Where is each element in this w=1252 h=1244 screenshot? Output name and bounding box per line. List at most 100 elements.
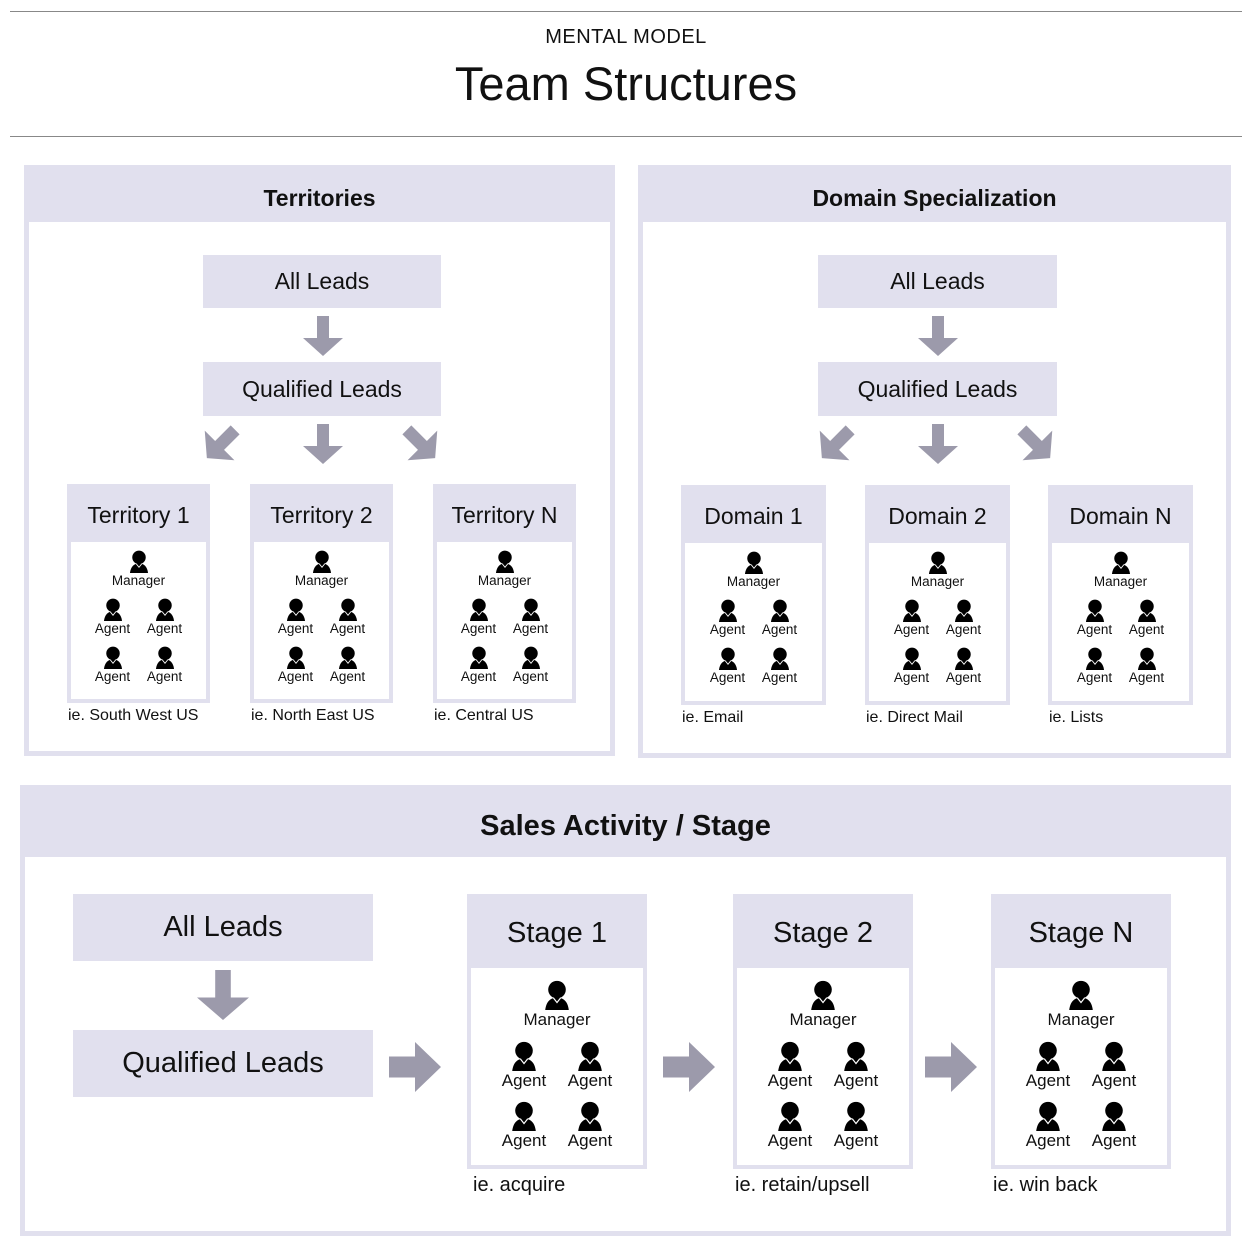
qualified-leads-label: Qualified Leads bbox=[242, 375, 402, 402]
person-icon bbox=[578, 1101, 602, 1131]
person-icon bbox=[469, 646, 488, 669]
agent-label: Agent bbox=[893, 622, 930, 637]
team-agent: Agent bbox=[494, 1041, 554, 1089]
agent-label: Agent bbox=[501, 1131, 547, 1150]
person-icon bbox=[844, 1041, 868, 1071]
person-icon bbox=[1036, 1041, 1060, 1071]
agent-label: Agent bbox=[94, 669, 131, 684]
group-example: ie. Lists bbox=[1049, 709, 1104, 726]
group-example: ie. South West US bbox=[68, 707, 199, 724]
person-icon bbox=[928, 551, 947, 574]
team-agent: Agent bbox=[1117, 647, 1177, 685]
down-arrow-icon bbox=[303, 316, 343, 356]
person-icon bbox=[778, 1041, 802, 1071]
agent-label: Agent bbox=[767, 1131, 813, 1150]
team-agent: Agent bbox=[266, 598, 326, 636]
manager-label: Manager bbox=[111, 573, 166, 588]
agent-label: Agent bbox=[893, 670, 930, 685]
group-card-header: Domain 2 bbox=[869, 489, 1006, 543]
agent-label: Agent bbox=[567, 1071, 613, 1090]
team-manager: Manager bbox=[475, 550, 535, 588]
group-example: ie. Email bbox=[682, 709, 744, 726]
person-icon bbox=[155, 598, 174, 621]
agent-label: Agent bbox=[329, 669, 366, 684]
team-agent: Agent bbox=[1117, 599, 1177, 637]
qualified-leads-label: Qualified Leads bbox=[857, 375, 1018, 402]
header-rule bbox=[10, 136, 1242, 137]
person-icon bbox=[512, 1101, 536, 1131]
agent-label: Agent bbox=[945, 670, 982, 685]
person-icon bbox=[954, 647, 973, 670]
agent-label: Agent bbox=[567, 1131, 613, 1150]
qualified-leads-label: Qualified Leads bbox=[122, 1047, 324, 1079]
person-icon bbox=[954, 599, 973, 622]
person-icon bbox=[338, 646, 357, 669]
agent-label: Agent bbox=[761, 670, 798, 685]
agent-label: Agent bbox=[512, 621, 549, 636]
person-icon bbox=[1137, 647, 1156, 670]
team-agent: Agent bbox=[1084, 1041, 1144, 1089]
person-icon bbox=[286, 646, 305, 669]
manager-label: Manager bbox=[294, 573, 349, 588]
agent-label: Agent bbox=[709, 670, 746, 685]
group-card-title: Territory 1 bbox=[87, 501, 190, 528]
group-card-title: Domain 1 bbox=[704, 502, 803, 529]
agent-label: Agent bbox=[146, 621, 183, 636]
team-agent: Agent bbox=[882, 599, 942, 637]
agent-label: Agent bbox=[1091, 1131, 1137, 1150]
team-agent: Agent bbox=[934, 599, 994, 637]
agent-label: Agent bbox=[1076, 622, 1113, 637]
domain-specialization-panel: Domain Specialization All Leads Qualifie… bbox=[638, 165, 1231, 758]
group-card-header: Stage 2 bbox=[737, 898, 909, 968]
person-icon bbox=[718, 647, 737, 670]
manager-label: Manager bbox=[910, 574, 965, 589]
group-example: ie. win back bbox=[993, 1174, 1098, 1196]
person-icon bbox=[811, 980, 835, 1010]
all-leads-label: All Leads bbox=[890, 268, 985, 294]
person-icon bbox=[744, 551, 763, 574]
person-icon bbox=[286, 598, 305, 621]
manager-label: Manager bbox=[523, 1010, 591, 1029]
team-manager: Manager bbox=[292, 550, 352, 588]
team-agent: Agent bbox=[449, 598, 509, 636]
group-card-header: Stage 1 bbox=[471, 898, 643, 968]
team-agent: Agent bbox=[83, 598, 143, 636]
team-agent: Agent bbox=[934, 647, 994, 685]
agent-label: Agent bbox=[501, 1071, 547, 1090]
agent-label: Agent bbox=[1128, 670, 1165, 685]
person-icon bbox=[521, 646, 540, 669]
group-card-header: Territory 1 bbox=[71, 488, 206, 542]
agent-label: Agent bbox=[945, 622, 982, 637]
person-icon bbox=[844, 1101, 868, 1131]
person-icon bbox=[129, 550, 148, 573]
all-leads-label: All Leads bbox=[163, 911, 283, 943]
team-manager: Manager bbox=[1047, 980, 1115, 1028]
team-agent: Agent bbox=[1065, 599, 1125, 637]
team-agent: Agent bbox=[318, 646, 378, 684]
agent-label: Agent bbox=[1025, 1071, 1071, 1090]
territories-qualified-leads-box: Qualified Leads bbox=[203, 362, 441, 416]
right-arrow-icon bbox=[389, 1042, 441, 1092]
group-card-title: Territory N bbox=[451, 501, 558, 528]
person-icon bbox=[495, 550, 514, 573]
down-arrow-icon bbox=[918, 424, 958, 464]
agent-label: Agent bbox=[146, 669, 183, 684]
team-agent: Agent bbox=[83, 646, 143, 684]
group-example: ie. retain/upsell bbox=[735, 1174, 870, 1196]
team-manager: Manager bbox=[523, 980, 591, 1028]
team-agent: Agent bbox=[1065, 647, 1125, 685]
agent-label: Agent bbox=[329, 621, 366, 636]
down-arrow-icon bbox=[918, 316, 958, 356]
down-right-arrow-icon bbox=[402, 425, 438, 461]
person-icon bbox=[103, 646, 122, 669]
person-icon bbox=[1102, 1101, 1126, 1131]
group-card-header: Stage N bbox=[995, 898, 1167, 968]
